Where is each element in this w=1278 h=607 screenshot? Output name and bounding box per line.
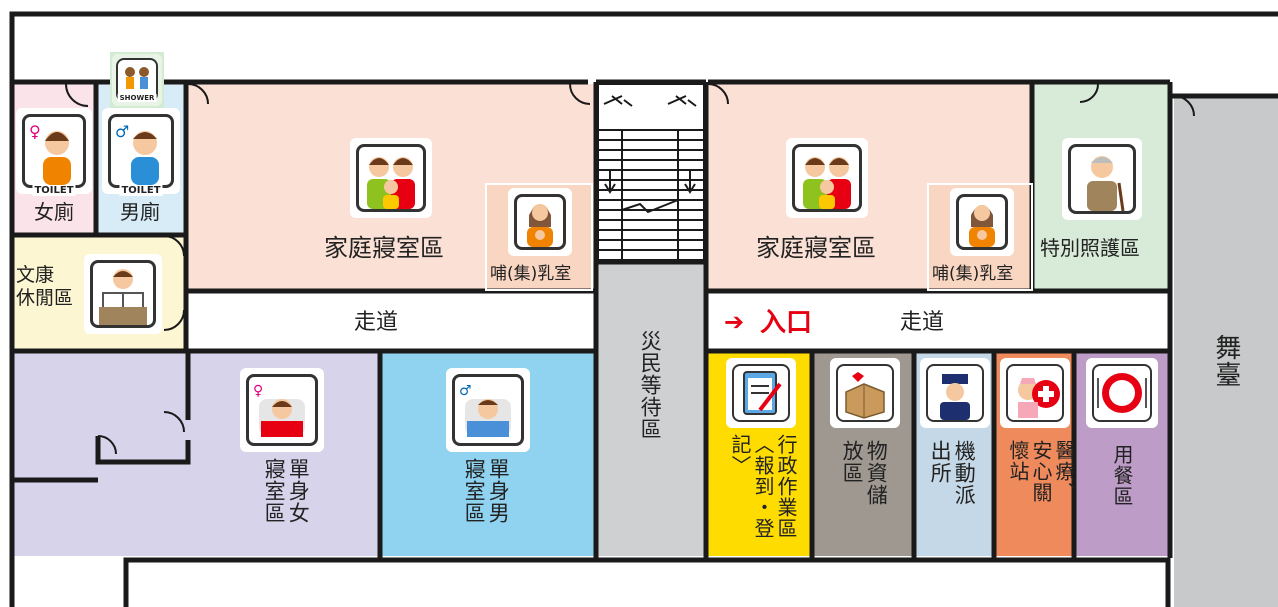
mens-toilet-label: 男廁: [120, 200, 160, 224]
womens-toilet-label: 女廁: [34, 200, 74, 224]
shower-icon: SHOWER: [112, 54, 162, 106]
stage-area: [1174, 96, 1278, 607]
elderly-person-icon: [1062, 138, 1142, 220]
storage-label: 物資儲放區: [840, 440, 889, 506]
female-sleeping-icon: ♀: [240, 368, 324, 452]
stage-label: 舞臺: [1210, 334, 1241, 388]
waiting-area: [598, 262, 706, 556]
svg-text:♀: ♀: [29, 122, 41, 141]
shower-tag: SHOWER: [117, 94, 157, 102]
nursing-right-label: 哺(集)乳室: [932, 264, 1014, 284]
family-room-left-label: 家庭寢室區: [324, 234, 444, 262]
family-icon: [350, 138, 432, 218]
dining-label: 用餐區: [1110, 444, 1134, 507]
admin-label: 行政作業區〈報到・登記〉: [728, 434, 798, 539]
medical-cross-icon: [1000, 358, 1070, 428]
single-male-label: 單身男寢室區: [462, 458, 511, 524]
entrance-label: 入口: [760, 308, 813, 338]
nursing-mother-icon: [950, 188, 1014, 256]
police-officer-icon: [920, 358, 990, 428]
medical-label: 醫療、安心關懷站: [1006, 440, 1076, 503]
single-female-area: [14, 352, 380, 556]
boxes-icon: [830, 358, 900, 428]
meal-plate-icon: [1086, 358, 1158, 428]
svg-text:♂: ♂: [459, 383, 472, 399]
police-label: 機動派出所: [928, 440, 977, 506]
womens-toilet-tag: TOILET: [32, 185, 76, 196]
waiting-area-label: 災民等待區: [638, 330, 663, 440]
corridor-right-label: 走道: [900, 310, 945, 335]
svg-text:♂: ♂: [115, 122, 129, 141]
svg-text:♀: ♀: [253, 383, 263, 399]
clipboard-icon: [726, 358, 796, 428]
reading-person-icon: [84, 254, 162, 334]
entrance-arrow-icon: ➔: [724, 308, 745, 336]
female-person-icon: ♀ TOILET: [16, 108, 92, 196]
family-icon: [786, 138, 868, 218]
male-sleeping-icon: ♂: [446, 368, 530, 452]
nursing-mother-icon: [508, 188, 572, 256]
nursing-left-label: 哺(集)乳室: [490, 264, 572, 284]
mens-toilet-tag: TOILET: [119, 185, 163, 196]
family-room-right-label: 家庭寢室區: [756, 234, 876, 262]
recreation-label: 文康 休閒區: [16, 264, 74, 309]
male-person-icon: ♂ TOILET: [102, 108, 180, 196]
special-care-label: 特別照護區: [1040, 236, 1140, 260]
corridor-left-label: 走道: [354, 310, 399, 335]
single-female-label: 單身女寢室區: [262, 458, 311, 524]
